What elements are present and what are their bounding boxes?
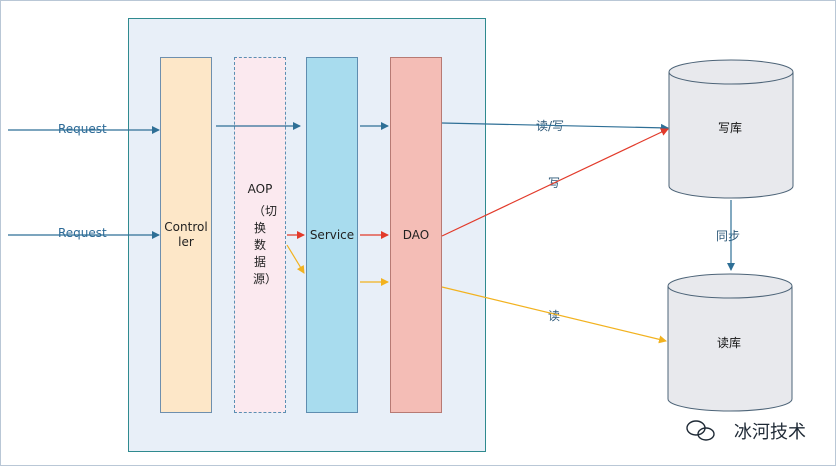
read-write-label: 读/写 — [536, 119, 565, 133]
write-db-label: 写库 — [718, 121, 743, 135]
request-label-bottom: Request — [58, 226, 107, 240]
write-db-cylinder — [668, 59, 794, 199]
aop-layer: AOP （切换数据源） — [234, 57, 286, 413]
watermark-text: 冰河技术 — [734, 422, 806, 443]
controller-layer: Controller — [160, 57, 212, 413]
aop-service-yellow-arrow — [286, 244, 305, 274]
sync-label: 同步 — [716, 229, 741, 243]
service-label: Service — [309, 227, 355, 242]
dao-writedb-write-arrow — [441, 128, 669, 237]
dao-layer: DAO — [390, 57, 442, 413]
read-label: 读 — [548, 309, 561, 323]
dao-writedb-rw-arrow — [441, 122, 669, 132]
service-layer: Service — [306, 57, 358, 413]
dao-label: DAO — [402, 227, 430, 242]
watermark: 冰河技术 — [734, 418, 806, 444]
read-db-cylinder — [667, 273, 793, 412]
wechat-logo-icon — [686, 420, 715, 441]
request-label-top: Request — [58, 122, 107, 136]
aop-title: AOP — [247, 182, 273, 196]
read-db-label: 读库 — [717, 336, 742, 350]
controller-label: Controller — [164, 220, 208, 249]
dao-readdb-read-arrow — [441, 286, 667, 344]
